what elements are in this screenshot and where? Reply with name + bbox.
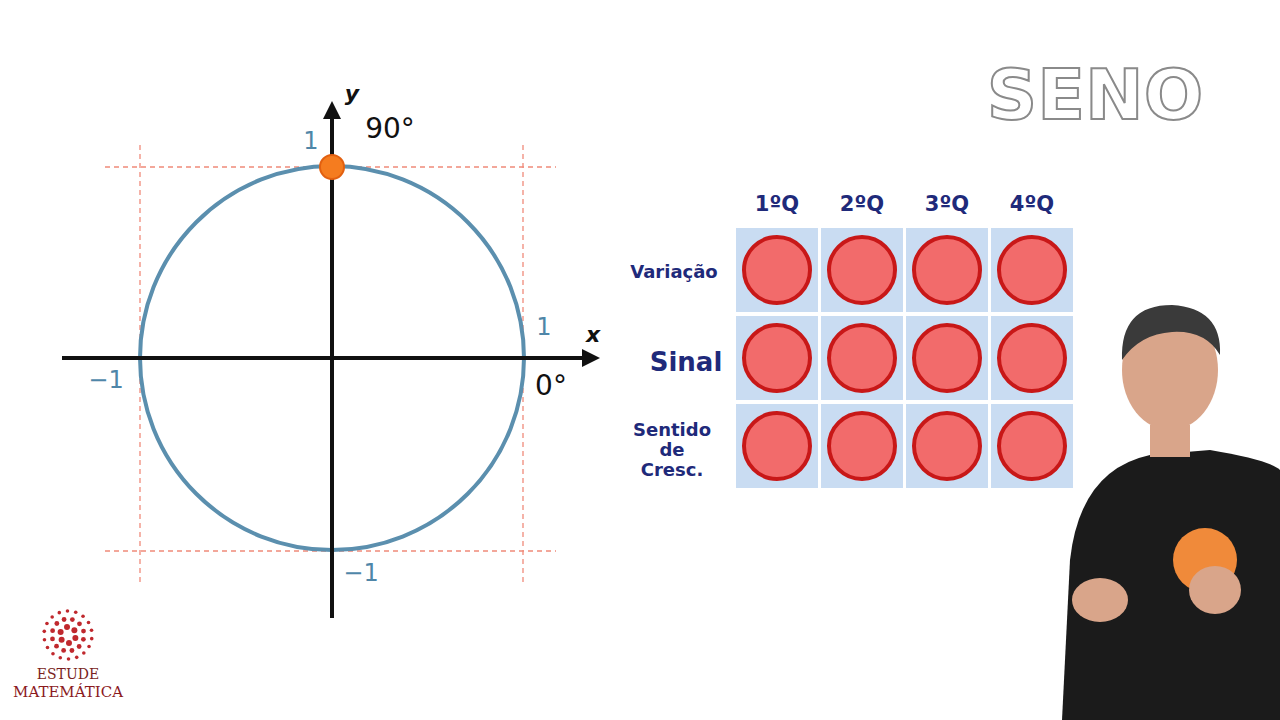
status-circle	[829, 413, 895, 479]
status-circle	[744, 325, 810, 391]
axis-value: 1	[536, 314, 551, 340]
status-circle	[999, 325, 1065, 391]
table-cell	[991, 316, 1073, 400]
column-header: 1ºQ	[755, 193, 799, 216]
status-circle	[914, 413, 980, 479]
quadrant-table	[736, 228, 1073, 488]
axis-label: x	[586, 323, 600, 347]
column-header: 4ºQ	[1010, 193, 1054, 216]
angle-label: 0°	[535, 371, 567, 402]
axis-value: 1	[303, 128, 318, 154]
logo-text: ESTUDE	[37, 667, 99, 682]
angle-label: 90°	[365, 114, 415, 145]
logo-text: MATEMÁTICA	[13, 684, 123, 701]
status-circle	[829, 237, 895, 303]
row-header: Variação	[630, 262, 717, 282]
status-circle	[999, 237, 1065, 303]
column-header: 3ºQ	[925, 193, 969, 216]
table-cell	[906, 316, 988, 400]
status-circle	[829, 325, 895, 391]
table-cell	[906, 228, 988, 312]
status-circle	[914, 325, 980, 391]
table-cell	[821, 316, 903, 400]
row-header: Sinal	[650, 348, 723, 377]
axis-value: −1	[343, 560, 378, 586]
logo-dots	[42, 609, 93, 661]
table-cell	[906, 404, 988, 488]
status-circle	[744, 413, 810, 479]
status-circle	[744, 237, 810, 303]
table-cell	[736, 316, 818, 400]
point-marker	[320, 155, 344, 179]
table-cell	[736, 228, 818, 312]
column-header: 2ºQ	[840, 193, 884, 216]
title: SENO	[987, 57, 1203, 134]
table-cell	[736, 404, 818, 488]
table-cell	[991, 404, 1073, 488]
table-cell	[821, 404, 903, 488]
status-circle	[914, 237, 980, 303]
status-circle	[999, 413, 1065, 479]
axis-label: y	[345, 82, 359, 106]
table-cell	[991, 228, 1073, 312]
presenter	[1062, 305, 1280, 720]
axis-value: −1	[88, 367, 123, 393]
table-cell	[821, 228, 903, 312]
row-header: Sentido de Cresc.	[626, 420, 718, 479]
axes	[62, 101, 600, 618]
